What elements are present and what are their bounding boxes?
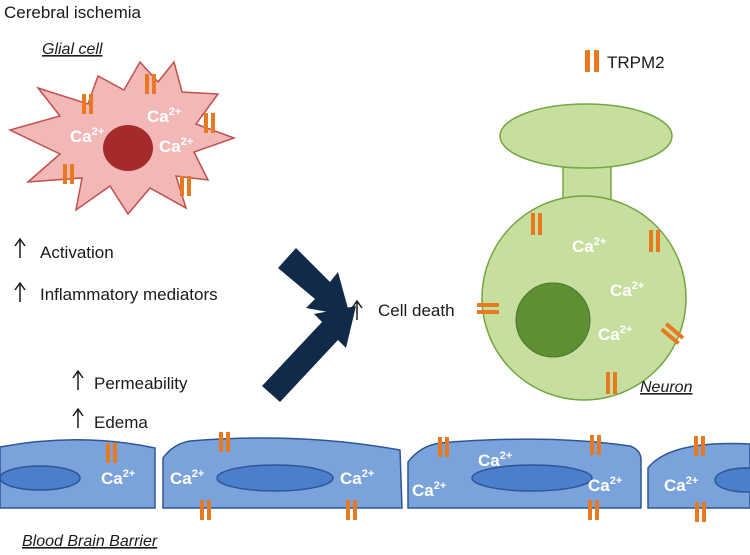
bbb-label: Blood Brain Barrier <box>22 533 158 550</box>
cell-death-group: Cell death <box>351 299 455 320</box>
bbb-ca-ion-6: Ca2+ <box>588 475 622 495</box>
effect-permeability: Permeability <box>94 374 188 393</box>
diagram-title: Cerebral ischemia <box>4 3 142 22</box>
bbb-ca-ion-2: Ca2+ <box>170 468 204 488</box>
up-arrow-icon <box>72 407 84 428</box>
bbb-ca-ion-1: Ca2+ <box>101 468 135 488</box>
endothelial-nucleus-4 <box>714 467 750 493</box>
cell-death-label: Cell death <box>378 301 455 320</box>
bbb-ca-ion-5: Ca2+ <box>412 480 446 500</box>
legend-label: TRPM2 <box>607 53 665 72</box>
effect-inflammatory-mediators: Inflammatory mediators <box>40 285 218 304</box>
effect-edema: Edema <box>94 413 148 432</box>
up-arrow-icon <box>14 281 26 302</box>
endothelial-nucleus-3 <box>471 464 593 492</box>
legend-channel-icon <box>585 50 599 72</box>
arrow-from-glial <box>278 248 350 316</box>
bbb-ca-ion-7: Ca2+ <box>664 475 698 495</box>
up-arrow-icon <box>351 299 363 320</box>
glial-ca-ion-3: Ca2+ <box>159 136 193 156</box>
legend: TRPM2 <box>585 50 665 72</box>
neuron-trpm2-channels <box>477 213 685 394</box>
glial-cell: Ca2+ Ca2+ Ca2+ <box>7 60 237 216</box>
converging-arrows <box>262 248 356 402</box>
bbb-ca-ion-3: Ca2+ <box>340 468 374 488</box>
glial-ca-ion-1: Ca2+ <box>70 126 104 146</box>
neuron-ca-ion-3: Ca2+ <box>598 324 632 344</box>
effect-activation: Activation <box>40 243 114 262</box>
glial-nucleus <box>103 125 153 171</box>
glial-ca-ion-2: Ca2+ <box>147 106 181 126</box>
glial-effects: Activation Inflammatory mediators <box>14 237 218 304</box>
neuron-ca-ion-1: Ca2+ <box>572 236 606 256</box>
neuron-terminal <box>499 103 673 169</box>
up-arrow-icon <box>14 237 26 258</box>
neuron-label: Neuron <box>640 379 693 396</box>
neuron-body <box>481 195 687 401</box>
glial-cell-label: Glial cell <box>42 41 103 58</box>
neuron: Ca2+ Ca2+ Ca2+ <box>477 103 687 401</box>
up-arrow-icon <box>72 369 84 390</box>
bbb-effects: Permeability Edema <box>72 369 188 432</box>
arrow-from-bbb <box>262 306 356 402</box>
neuron-nucleus <box>515 282 591 358</box>
endothelial-nucleus-1 <box>0 465 81 491</box>
glial-trpm2-channels <box>63 74 215 196</box>
neuron-ca-ion-2: Ca2+ <box>610 280 644 300</box>
bbb-ca-ion-4: Ca2+ <box>478 450 512 470</box>
endothelial-cell-4 <box>647 442 750 509</box>
endothelial-nucleus-2 <box>216 464 334 492</box>
bbb-trpm2-channels <box>106 432 706 522</box>
blood-brain-barrier: Ca2+ Ca2+ Ca2+ Ca2+ Ca2+ Ca2+ Ca2+ <box>0 432 750 522</box>
